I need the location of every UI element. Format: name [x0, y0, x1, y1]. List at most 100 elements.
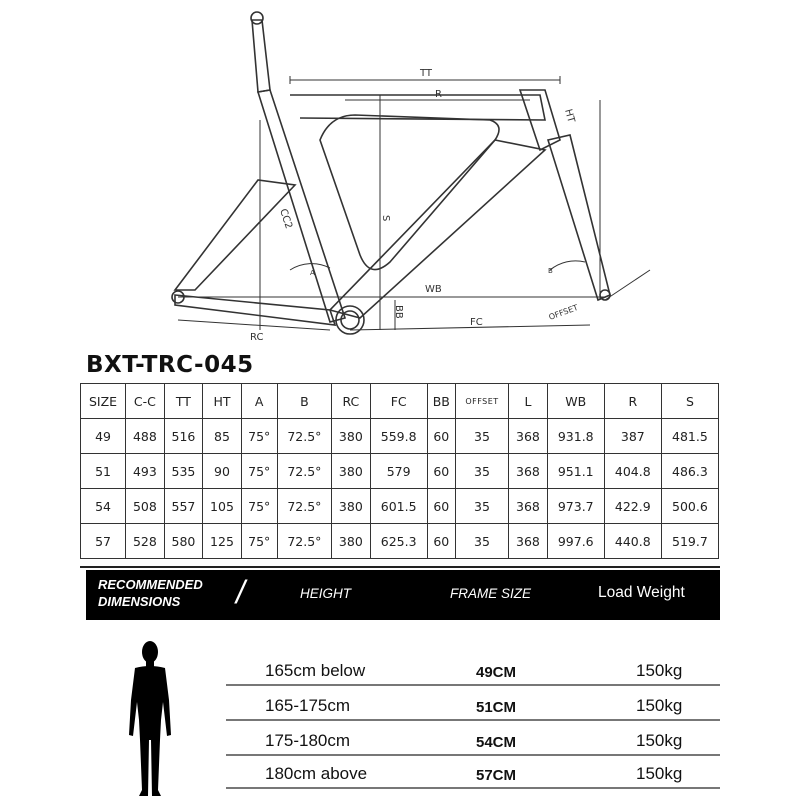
- column-header: L: [508, 383, 548, 419]
- column-header: R: [603, 383, 662, 419]
- table-cell: 368: [508, 453, 548, 489]
- table-cell: 516: [163, 418, 204, 454]
- label-a: A: [310, 269, 315, 277]
- table-cell: 557: [163, 488, 204, 524]
- recommended-title-line2: DIMENSIONS: [98, 594, 181, 609]
- table-cell: 601.5: [369, 488, 428, 524]
- table-cell: 973.7: [546, 488, 605, 524]
- table-cell: 488: [125, 418, 165, 454]
- table-cell: 60: [426, 523, 456, 559]
- label-cc: CC2: [277, 208, 294, 231]
- column-header: HT: [202, 383, 242, 419]
- recommended-header-bar: RECOMMENDED DIMENSIONS / HEIGHT FRAME SI…: [86, 570, 720, 620]
- label-r: R: [435, 89, 442, 100]
- divider: [80, 566, 720, 568]
- column-header: WB: [546, 383, 605, 419]
- table-cell: 528: [125, 523, 165, 559]
- label-tt: TT: [419, 68, 433, 79]
- size-frame: 54CM: [476, 734, 517, 751]
- col-height-header: HEIGHT: [300, 586, 352, 601]
- table-cell: 404.8: [603, 453, 662, 489]
- table-cell: 51: [79, 453, 127, 489]
- table-cell: 387: [603, 418, 662, 454]
- table-cell: 85: [202, 418, 242, 454]
- table-cell: 931.8: [546, 418, 605, 454]
- table-cell: 90: [202, 453, 242, 489]
- column-header: B: [276, 383, 333, 419]
- table-cell: 481.5: [660, 418, 720, 454]
- person-silhouette-icon: [129, 641, 171, 796]
- table-cell: 35: [454, 453, 510, 489]
- size-recommendation-row: 165cm below 49CM 150kg: [226, 650, 720, 686]
- table-cell: 486.3: [660, 453, 720, 489]
- column-header: FC: [369, 383, 428, 419]
- size-height: 165-175cm: [265, 696, 351, 715]
- size-recommendation-row: 180cm above 57CM 150kg: [226, 753, 720, 789]
- table-cell: 60: [426, 488, 456, 524]
- table-cell: 508: [125, 488, 165, 524]
- table-cell: 535: [163, 453, 204, 489]
- size-recommendation-row: 175-180cm 54CM 150kg: [226, 720, 720, 756]
- size-load: 150kg: [636, 696, 683, 715]
- table-cell: 35: [454, 418, 510, 454]
- col-frame-header: FRAME SIZE: [450, 586, 532, 601]
- table-cell: 422.9: [603, 488, 662, 524]
- table-cell: 380: [331, 488, 371, 524]
- table-cell: 57: [79, 523, 127, 559]
- label-wb: WB: [425, 284, 442, 295]
- label-b: B: [548, 267, 553, 275]
- table-cell: 75°: [240, 418, 278, 454]
- table-cell: 368: [508, 418, 548, 454]
- model-title: BXT-TRC-045: [86, 352, 254, 378]
- table-cell: 580: [163, 523, 204, 559]
- label-bb: BB: [393, 305, 404, 319]
- table-cell: 380: [331, 523, 371, 559]
- table-cell: 75°: [240, 523, 278, 559]
- size-height: 165cm below: [265, 661, 366, 680]
- table-cell: 380: [331, 418, 371, 454]
- table-cell: 519.7: [660, 523, 720, 559]
- table-cell: 625.3: [369, 523, 428, 559]
- table-cell: 60: [426, 418, 456, 454]
- size-load: 150kg: [636, 764, 683, 783]
- table-cell: 49: [79, 418, 127, 454]
- size-frame: 51CM: [476, 699, 517, 716]
- table-cell: 493: [125, 453, 165, 489]
- table-cell: 72.5°: [276, 418, 333, 454]
- label-offset: OFFSET: [548, 303, 580, 322]
- size-frame: 57CM: [476, 767, 517, 784]
- table-cell: 75°: [240, 453, 278, 489]
- table-cell: 72.5°: [276, 453, 333, 489]
- table-cell: 368: [508, 523, 548, 559]
- column-header: RC: [331, 383, 371, 419]
- column-header: A: [240, 383, 278, 419]
- table-cell: 440.8: [603, 523, 662, 559]
- label-rc: RC: [250, 332, 263, 343]
- table-cell: 75°: [240, 488, 278, 524]
- size-frame: 49CM: [476, 664, 517, 681]
- size-load: 150kg: [636, 661, 683, 680]
- label-ht: HT: [562, 108, 576, 125]
- table-cell: 72.5°: [276, 488, 333, 524]
- table-cell: 105: [202, 488, 242, 524]
- table-cell: 380: [331, 453, 371, 489]
- size-recommendation-row: 165-175cm 51CM 150kg: [226, 685, 720, 721]
- size-load: 150kg: [636, 731, 683, 750]
- table-cell: 54: [79, 488, 127, 524]
- table-cell: 35: [454, 488, 510, 524]
- recommended-title: RECOMMENDED DIMENSIONS: [98, 576, 203, 610]
- table-cell: 559.8: [369, 418, 428, 454]
- table-cell: 579: [369, 453, 428, 489]
- column-header: TT: [163, 383, 204, 419]
- size-height: 175-180cm: [265, 731, 351, 750]
- label-fc: FC: [470, 317, 483, 328]
- slash-divider: /: [236, 574, 245, 610]
- table-cell: 72.5°: [276, 523, 333, 559]
- frame-geometry-diagram: TT R HT S CC2 A B WB BB FC RC OFFSET: [171, 11, 651, 343]
- size-height: 180cm above: [265, 764, 368, 783]
- recommended-title-line1: RECOMMENDED: [98, 577, 203, 592]
